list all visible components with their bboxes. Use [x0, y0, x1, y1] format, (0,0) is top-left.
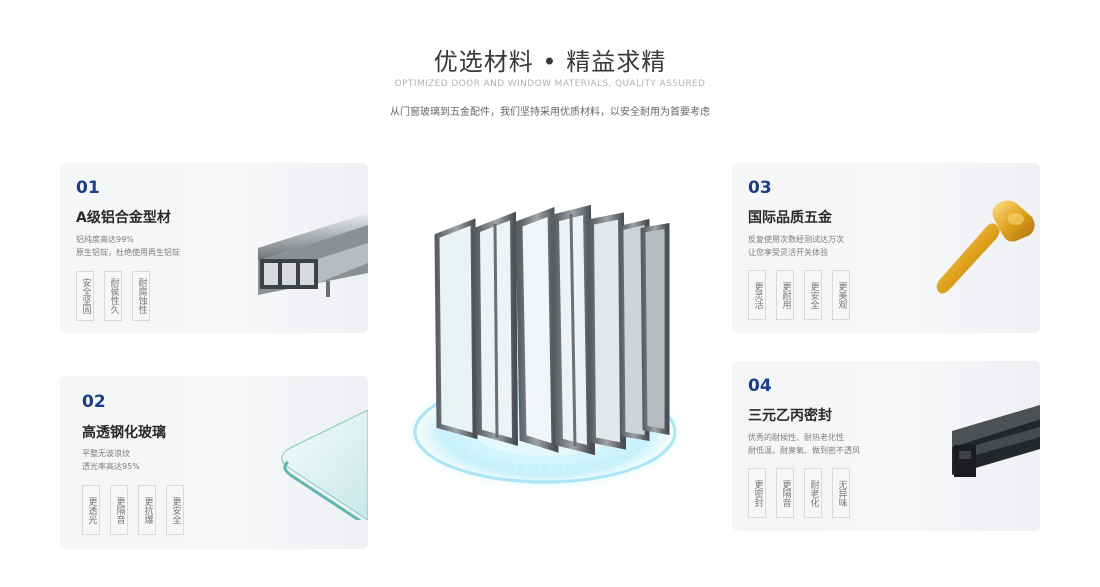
card-description: 优秀的耐候性、耐热老化性 耐低温、耐臭氧、做到密不透风: [748, 431, 860, 457]
card-title: 高透钢化玻璃: [82, 425, 166, 441]
feature-tag: 更美观: [832, 270, 850, 320]
card-desc-line-1: 优秀的耐候性、耐热老化性: [748, 433, 844, 442]
feature-tags: 安全坚固 耐侯性久 耐腐蚀性: [76, 271, 150, 321]
aluminum-profile-image: [258, 213, 368, 297]
feature-tag: 更安全: [804, 270, 822, 320]
section-title: 优选材料 • 精益求精: [433, 48, 667, 76]
feature-tag: 耐老化: [804, 468, 822, 518]
card-title: 国际品质五金: [748, 210, 832, 226]
card-number: 02: [82, 392, 106, 412]
feature-tag: 安全坚固: [76, 271, 94, 321]
card-description: 反复使用次数经测试达万次 让您享受灵活开关体验: [748, 233, 844, 259]
material-card-hardware: 03 国际品质五金 反复使用次数经测试达万次 让您享受灵活开关体验 更灵活 更耐…: [732, 163, 1040, 333]
section-header: 优选材料 • 精益求精 OPTIMIZED DOOR AND WINDOW MA…: [0, 46, 1100, 118]
card-desc-line-2: 透光率高达95%: [82, 462, 140, 471]
card-desc-line-2: 耐低温、耐臭氧、做到密不透风: [748, 446, 860, 455]
feature-tag: 耐侯性久: [104, 271, 122, 321]
feature-tags: 更密封 更隔音 耐老化 无异味: [748, 468, 850, 518]
card-desc-line-1: 铝纯度高达99%: [76, 235, 134, 244]
tempered-glass-image: [281, 410, 368, 520]
feature-tag: 更灵活: [748, 270, 766, 320]
feature-tag: 更隔音: [110, 485, 128, 535]
feature-tags: 更透光 更隔音 更抗爆 更安全: [82, 485, 184, 535]
card-desc-line-2: 原生铝锭，杜绝使用再生铝锭: [76, 248, 180, 257]
feature-tag: 耐腐蚀性: [132, 271, 150, 321]
card-number: 03: [748, 178, 772, 198]
feature-tag: 无异味: [832, 468, 850, 518]
card-desc-line-2: 让您享受灵活开关体验: [748, 248, 828, 257]
card-description: 铝纯度高达99% 原生铝锭，杜绝使用再生铝锭: [76, 233, 180, 259]
rubber-seal-image: [952, 405, 1040, 477]
card-number: 04: [748, 376, 772, 396]
card-desc-line-1: 平整无波浪纹: [82, 449, 130, 458]
feature-tag: 更隔音: [776, 468, 794, 518]
door-handle-image: [936, 200, 1035, 294]
material-card-glass: 02 高透钢化玻璃 平整无波浪纹 透光率高达95% 更透光 更隔音 更抗爆 更安…: [60, 376, 368, 549]
feature-tags: 更灵活 更耐用 更安全 更美观: [748, 270, 850, 320]
feature-tag: 更安全: [166, 485, 184, 535]
feature-tag: 更密封: [748, 468, 766, 518]
card-number: 01: [76, 178, 100, 198]
material-card-aluminum: 01 A级铝合金型材 铝纯度高达99% 原生铝锭，杜绝使用再生铝锭 安全坚固 耐…: [60, 163, 368, 333]
section-subtitle-en: OPTIMIZED DOOR AND WINDOW MATERIALS, QUA…: [394, 79, 706, 89]
card-description: 平整无波浪纹 透光率高达95%: [82, 447, 140, 473]
feature-tag: 更抗爆: [138, 485, 156, 535]
material-card-seal: 04 三元乙丙密封 优秀的耐候性、耐热老化性 耐低温、耐臭氧、做到密不透风 更密…: [732, 361, 1040, 531]
window-frames-image: [397, 204, 693, 494]
window-frame-group: [434, 204, 670, 456]
card-title: 三元乙丙密封: [748, 408, 832, 424]
feature-tag: 更耐用: [776, 270, 794, 320]
card-title: A级铝合金型材: [76, 210, 171, 226]
card-desc-line-1: 反复使用次数经测试达万次: [748, 235, 844, 244]
feature-tag: 更透光: [82, 485, 100, 535]
section-description: 从门窗玻璃到五金配件，我们坚持采用优质材料，以安全耐用为首要考虑: [390, 107, 710, 118]
